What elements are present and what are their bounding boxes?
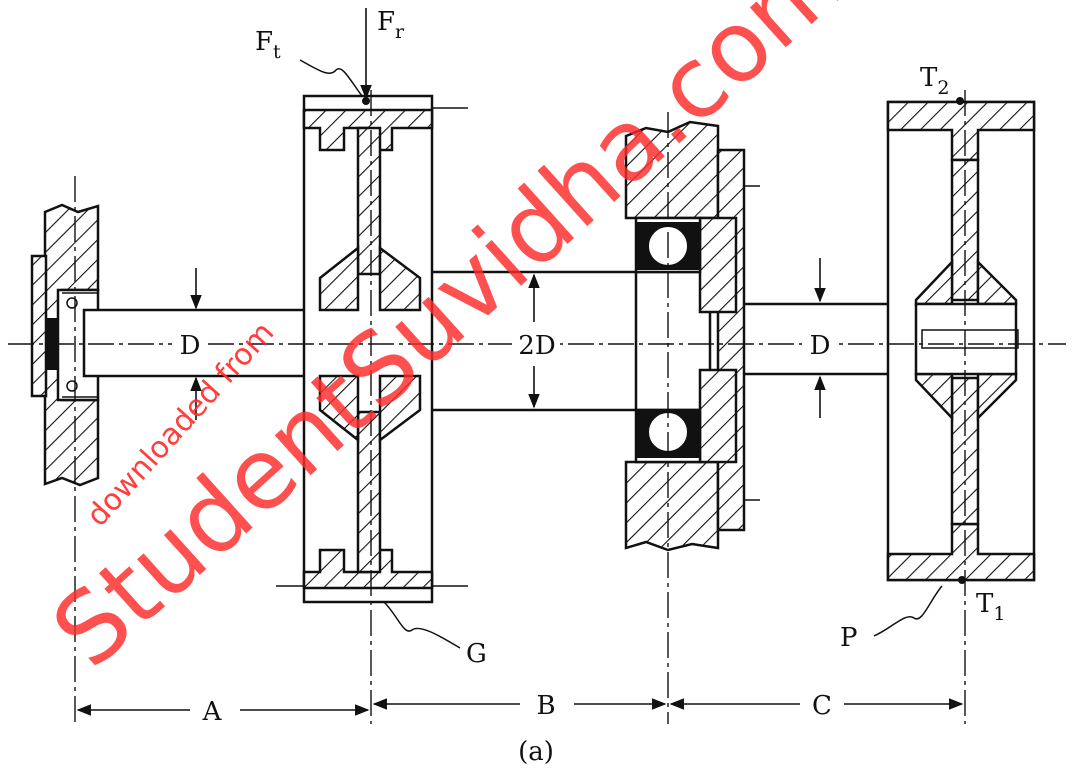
t1-point bbox=[958, 576, 966, 584]
figure-caption: (a) bbox=[518, 737, 554, 767]
label-g: G bbox=[466, 639, 487, 669]
label-ft: Ft bbox=[255, 27, 281, 63]
pulley bbox=[886, 100, 1036, 582]
right-bearing-housing bbox=[624, 120, 760, 552]
label-2d-bg bbox=[512, 330, 560, 360]
force-fr-arrow bbox=[360, 8, 372, 105]
label-t2: T2 bbox=[920, 63, 949, 99]
label-d-left-bg bbox=[172, 330, 208, 360]
gear-leader bbox=[383, 601, 461, 649]
label-c: C bbox=[812, 691, 832, 721]
label-d-right-bg bbox=[802, 330, 838, 360]
force-ft-leader bbox=[299, 59, 363, 97]
label-t1: T1 bbox=[976, 589, 1005, 625]
shaft bbox=[82, 270, 1019, 412]
t2-point bbox=[956, 97, 964, 105]
label-p: P bbox=[840, 623, 858, 653]
gear bbox=[276, 94, 468, 604]
label-2d: 2D bbox=[518, 331, 555, 361]
pulley-leader bbox=[873, 585, 943, 637]
label-d-left: D bbox=[180, 331, 201, 361]
label-b: B bbox=[536, 691, 555, 721]
label-a: A bbox=[202, 697, 223, 727]
label-fr: Fr bbox=[377, 7, 405, 43]
label-d-right: D bbox=[810, 331, 831, 361]
